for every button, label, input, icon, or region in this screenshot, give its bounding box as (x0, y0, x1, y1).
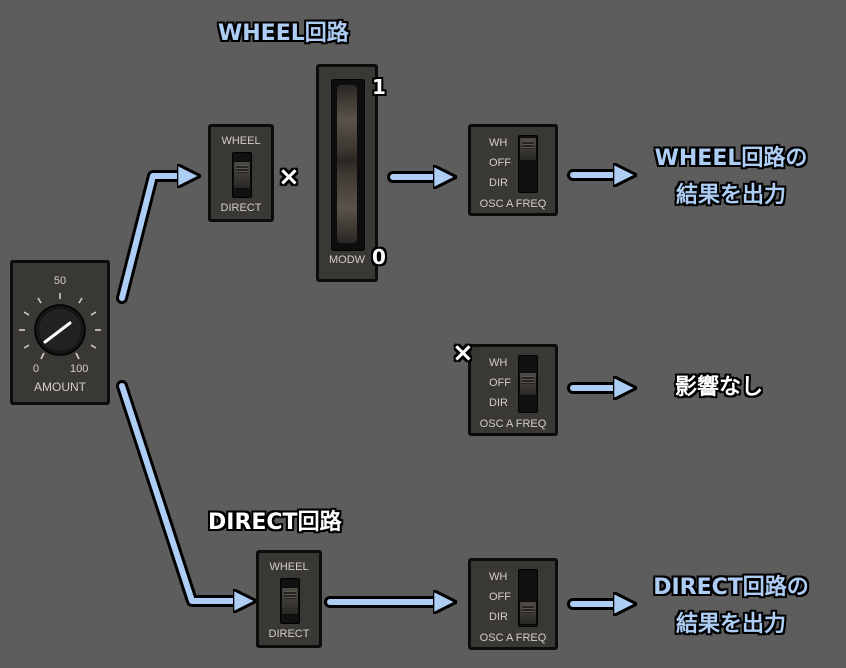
direct-circuit-title: DIRECT回路 (208, 510, 342, 535)
osc-option-wh: WH (489, 137, 508, 149)
wheel-result-line1: WHEEL回路の (654, 146, 808, 171)
direct-result-line2: 結果を出力 (675, 612, 786, 637)
osc-switch-lever[interactable] (519, 137, 537, 161)
osc-switch-lever[interactable] (519, 372, 537, 396)
osc-option-off: OFF (489, 157, 511, 169)
mod-wheel-min-label: 0 (372, 245, 386, 269)
osc-switch-name: OSC A FREQ (479, 418, 547, 430)
mod-wheel[interactable] (337, 85, 357, 243)
knob-name: AMOUNT (34, 380, 86, 394)
osc-option-off: OFF (489, 377, 511, 389)
osc-a-freq-switch-direct[interactable]: WH OFF DIR OSC A FREQ (468, 558, 558, 650)
switch-top-label: WHEEL (269, 561, 309, 573)
wheel-result-line2: 結果を出力 (675, 183, 786, 208)
osc-a-freq-switch-wheel[interactable]: WH OFF DIR OSC A FREQ (468, 124, 558, 216)
osc-option-off: OFF (489, 591, 511, 603)
switch-bottom-label: DIRECT (220, 202, 262, 214)
mod-wheel-max-label: 1 (372, 75, 386, 99)
osc-option-wh: WH (489, 571, 508, 583)
amount-knob[interactable] (13, 287, 107, 367)
arrow-to-wheel-switch (116, 170, 196, 304)
osc-option-dir: DIR (489, 397, 508, 409)
osc-option-wh: WH (489, 357, 508, 369)
switch-lever[interactable] (281, 587, 299, 615)
multiply-icon: × (278, 162, 300, 192)
direct-result-line1: DIRECT回路の (653, 575, 809, 600)
switch-lever[interactable] (233, 161, 251, 189)
wheel-direct-switch-top[interactable]: WHEEL DIRECT (208, 124, 274, 222)
amount-knob-panel: 50 0 100 AMOUNT (10, 260, 110, 405)
osc-switch-name: OSC A FREQ (479, 198, 547, 210)
osc-option-dir: DIR (489, 611, 508, 623)
osc-option-dir: DIR (489, 177, 508, 189)
knob-label-50: 50 (53, 275, 67, 287)
osc-a-freq-switch-off[interactable]: WH OFF DIR OSC A FREQ (468, 344, 558, 436)
wheel-direct-switch-bottom[interactable]: WHEEL DIRECT (256, 550, 322, 648)
switch-top-label: WHEEL (221, 135, 261, 147)
knob-label-0: 0 (33, 363, 40, 375)
switch-bottom-label: DIRECT (268, 628, 310, 640)
knob-label-100: 100 (70, 363, 89, 375)
no-effect-label: 影響なし (675, 375, 764, 400)
disabled-x-icon: × (452, 338, 474, 368)
mod-wheel-panel: MODW (316, 64, 378, 282)
osc-switch-name: OSC A FREQ (479, 632, 547, 644)
wheel-circuit-title: WHEEL回路 (218, 21, 349, 46)
osc-switch-lever[interactable] (519, 601, 537, 625)
mod-wheel-name: MODW (328, 254, 366, 266)
